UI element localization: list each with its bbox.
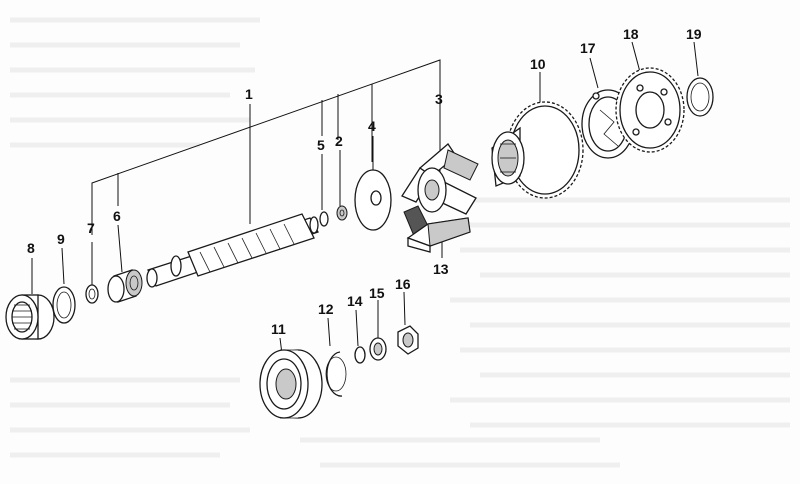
- callout-12: 12: [318, 301, 334, 317]
- shaft-part-1: [146, 213, 319, 288]
- callout-7: 7: [87, 220, 95, 236]
- callout-19: 19: [686, 26, 702, 42]
- thrust-disc-part-4: [354, 169, 392, 231]
- sleeve-part-6: [107, 269, 143, 303]
- callout-16: 16: [395, 276, 411, 292]
- hex-nut-part-16: [397, 325, 419, 355]
- callout-4: 4: [368, 118, 376, 134]
- small-ring-part-5: [319, 211, 329, 227]
- callout-15: 15: [369, 285, 385, 301]
- callout-labels: 1 2 3 4 5 6 7 8 9 10 11 12 13 14 15 16 1…: [27, 26, 702, 337]
- small-nut-part-2: [336, 205, 348, 221]
- callout-14: 14: [347, 293, 363, 309]
- needle-bearing-part-8: [5, 294, 55, 340]
- callout-18: 18: [623, 26, 639, 42]
- callout-9: 9: [57, 231, 65, 247]
- leader-lines: [31, 41, 699, 355]
- circlip-part-12: [325, 351, 347, 397]
- callout-5: 5: [317, 137, 325, 153]
- gear-hub-part-10: [491, 101, 584, 199]
- callout-10: 10: [530, 56, 546, 72]
- sprocket-part-18: [615, 67, 685, 153]
- callout-17: 17: [580, 40, 596, 56]
- wedge-block-part-13: [406, 217, 471, 253]
- washer-part-7: [85, 284, 99, 304]
- callout-2: 2: [335, 133, 343, 149]
- callout-6: 6: [113, 208, 121, 224]
- callout-3: 3: [435, 91, 443, 107]
- callout-11: 11: [271, 321, 286, 337]
- ball-bearing-part-11: [259, 349, 323, 419]
- snap-ring-part-19: [686, 77, 714, 117]
- callout-1: 1: [245, 86, 253, 102]
- callout-8: 8: [27, 240, 35, 256]
- callout-13: 13: [433, 261, 449, 277]
- circlip-part-9: [52, 286, 76, 324]
- ring-part-15: [369, 337, 387, 361]
- washer-part-14: [354, 346, 366, 364]
